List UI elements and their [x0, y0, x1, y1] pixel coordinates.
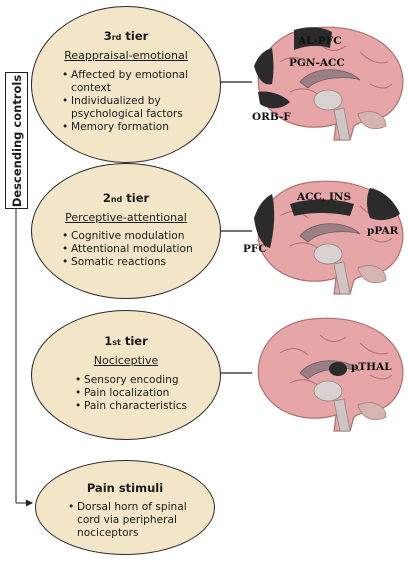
tier-1-subtitle: Nociceptive	[93, 354, 159, 367]
pfc-region	[254, 194, 275, 248]
tier-3-title: 3rd tier	[103, 29, 149, 43]
label-al-pfc: AL-PFC	[298, 35, 342, 47]
pain-stimuli-title: Pain stimuli	[86, 481, 164, 495]
pain-stimuli-list: Dorsal horn of spinal cord via periphera…	[68, 501, 187, 540]
tier-2-item: Attentional modulation	[62, 243, 193, 256]
acc-ins-region	[290, 199, 354, 216]
label-pgn-acc: PGN-ACC	[289, 57, 345, 69]
tier-3-ellipse: 3rd tier Reappraisal-emotional Affected …	[31, 6, 221, 163]
tier-3-subtitle: Reappraisal-emotional	[64, 49, 188, 62]
pain-stimuli-ellipse: Pain stimuli Dorsal horn of spinal cord …	[35, 460, 215, 555]
label-orb-f: ORB-F	[252, 111, 291, 123]
tier-2-subtitle: Perceptive-attentional	[65, 211, 187, 224]
brain-image-tier-3	[250, 22, 406, 142]
pgn-acc-region	[254, 48, 274, 85]
label-ppar: pPAR	[367, 225, 399, 237]
tier-3-item: Affected by emotional	[62, 69, 188, 82]
descending-controls-label: Descending controls	[9, 74, 24, 207]
pain-stimuli-item-cont: nociceptors	[77, 527, 139, 539]
al-pfc-region	[294, 27, 332, 50]
brain-3-svg	[254, 26, 404, 141]
ppar-region	[367, 188, 400, 221]
tier-1-item: Pain characteristics	[75, 400, 187, 413]
tier-3-item: Memory formation	[62, 121, 188, 134]
tier-3-item-cont: context	[71, 82, 111, 94]
brain-image-tier-2	[250, 176, 406, 296]
tier-3-item: Individualized by	[62, 95, 188, 108]
descending-controls-box: Descending controls	[5, 72, 28, 209]
pain-stimuli-item-cont: cord via peripheral	[77, 514, 177, 526]
tier-2-item: Cognitive modulation	[62, 230, 193, 243]
tier-1-item: Sensory encoding	[75, 374, 187, 387]
label-pfc: PFC	[243, 243, 267, 255]
tier-3-item-cont: psychological factors	[71, 108, 183, 120]
feedback-arrowhead	[26, 499, 33, 507]
tier-2-item: Somatic reactions	[62, 256, 193, 269]
pain-stimuli-item: Dorsal horn of spinal	[68, 501, 187, 514]
tier-1-item: Pain localization	[75, 387, 187, 400]
tier-2-title: 2nd tier	[102, 191, 150, 205]
tier-1-list: Sensory encoding Pain localization Pain …	[75, 374, 187, 413]
orb-f-region	[258, 91, 290, 109]
brain-1-svg	[257, 317, 404, 432]
label-pthal: pTHAL	[351, 361, 392, 373]
brain-image-tier-1	[250, 313, 406, 433]
brain-2-svg	[254, 180, 404, 295]
pthal-region	[329, 362, 347, 376]
tier-2-ellipse: 2nd tier Perceptive-attentional Cognitiv…	[31, 163, 221, 299]
tier-2-list: Cognitive modulation Attentional modulat…	[62, 230, 193, 269]
tier-3-list: Affected by emotional context Individual…	[62, 69, 188, 134]
tier-1-title: 1st tier	[104, 334, 148, 348]
tier-1-ellipse: 1st tier Nociceptive Sensory encoding Pa…	[31, 310, 221, 440]
label-acc-ins: ACC, INS	[297, 191, 352, 203]
